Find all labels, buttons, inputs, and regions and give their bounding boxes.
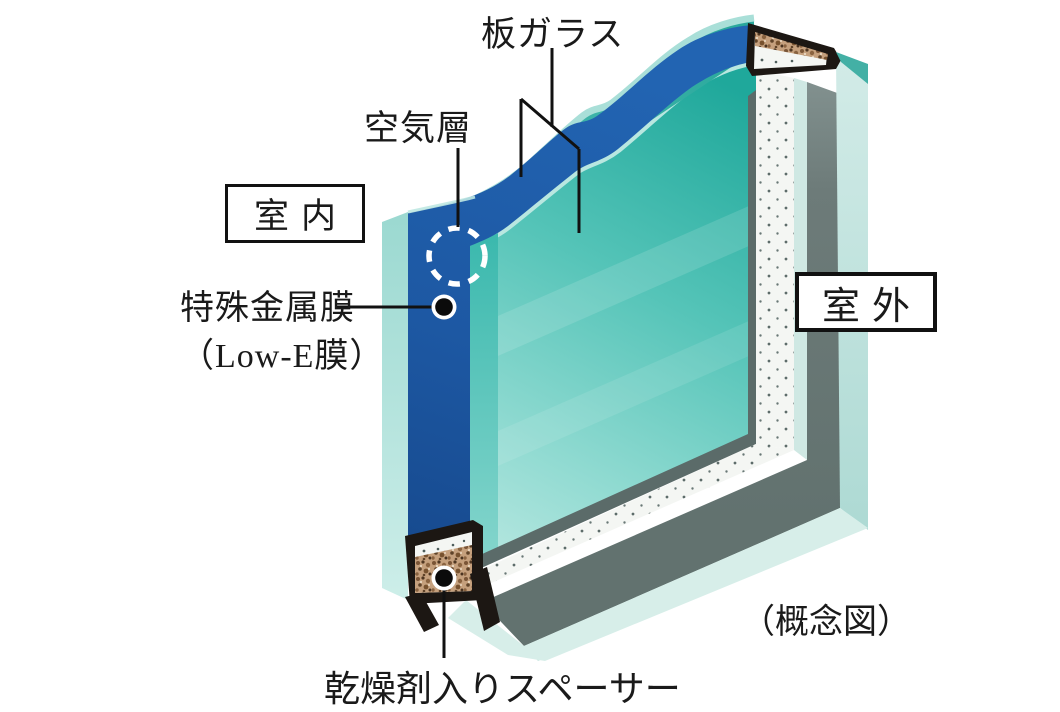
bottom-edge-black-left	[405, 593, 439, 632]
outdoor-label: 室外	[821, 285, 922, 328]
low-e-film	[408, 25, 752, 537]
spacer-strip	[466, 70, 794, 588]
bottom-spacer-section	[405, 520, 500, 632]
outdoor-pane-top-corner	[836, 52, 868, 84]
glass-reflection-stripe	[466, 317, 758, 480]
air-layer-circle	[426, 225, 488, 287]
indoor-label: 室内	[253, 197, 348, 236]
film-top-highlight	[407, 195, 476, 214]
top-spacer-section	[746, 23, 868, 84]
bottom-edge-wedges	[448, 508, 868, 661]
frame-bar	[482, 82, 840, 646]
plate-glass-label: 板ガラス	[481, 15, 625, 54]
air-layer-label: 空気層	[364, 109, 473, 148]
frame-edge-sliver	[794, 78, 807, 460]
anchor-dots	[431, 294, 457, 591]
plate-glass-leader	[519, 48, 581, 233]
bottom-edge-black-right	[470, 567, 500, 631]
conceptual-diagram-note: （概念図）	[741, 604, 911, 641]
outdoor-pane-face	[466, 62, 758, 572]
spacer-desiccant	[755, 32, 828, 60]
glass-reflection-stripe	[466, 202, 758, 370]
metal-film-label: 特殊金属膜 （Low-E膜）	[180, 285, 384, 381]
indoor-pane-left-edge	[382, 212, 408, 600]
outdoor-pane-left-edge	[470, 233, 498, 563]
desiccant-spacer-label: 乾燥剤入りスペーサー	[324, 669, 681, 709]
outdoor-label-box: 室外	[795, 272, 937, 332]
indoor-label-box: 室内	[225, 184, 365, 243]
film-anchor-dot	[435, 298, 453, 316]
metal-film-label-line2: （Low-E膜）	[180, 338, 385, 375]
spacer-anchor-dot	[435, 569, 453, 587]
leader-lines	[336, 48, 581, 658]
metal-film-label-line1: 特殊金属膜	[180, 290, 355, 327]
